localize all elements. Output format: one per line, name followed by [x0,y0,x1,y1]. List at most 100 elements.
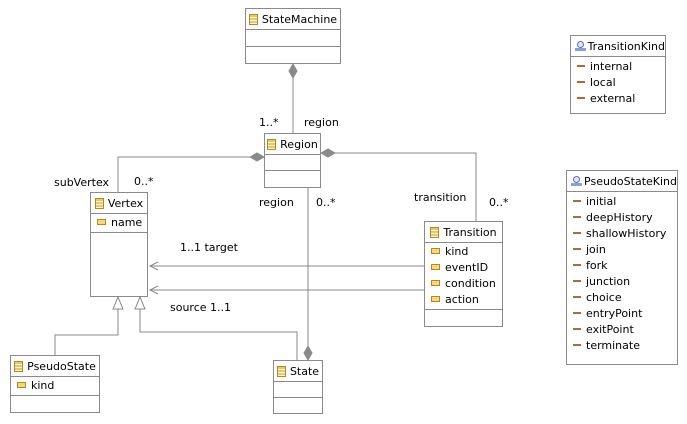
literal-name: fork [586,258,608,272]
target-label: 1..1 target [180,241,238,254]
enum-literal[interactable]: join [567,241,677,257]
vertex-class[interactable]: Vertex name [90,192,148,297]
class-header: StateMachine [246,9,340,30]
attributes-compartment [265,155,320,171]
pseudostatekind-enum[interactable]: PseudoStateKind initial deepHistory shal… [566,170,678,365]
enum-literal[interactable]: internal [571,58,665,74]
state-generalization [139,309,298,360]
literal-icon [573,232,581,234]
operations-compartment [246,47,340,64]
operations-compartment [91,233,147,297]
transition-role: transition [414,191,467,204]
literal-icon [573,264,581,266]
literals-compartment: internal local external [571,57,665,112]
enum-literal[interactable]: junction [567,273,677,289]
class-icon [276,365,286,377]
literal-name: deepHistory [586,210,653,224]
class-name: StateMachine [261,12,338,26]
enum-literal[interactable]: choice [567,289,677,305]
attribute-item[interactable]: name [91,214,147,230]
literal-name: entryPoint [586,306,643,320]
literal-icon [573,216,581,218]
attribute-name: action [445,292,479,306]
attribute-icon [97,219,106,225]
operations-compartment [274,398,322,414]
transitionkind-enum[interactable]: TransitionKind internal local external [570,35,666,114]
subvertex-multiplicity: 0..* [134,175,154,188]
pseudostate-class[interactable]: PseudoState kind [10,355,100,413]
pseudostate-generalization [54,309,119,355]
state-region-multiplicity: 0..* [316,196,336,209]
state-class[interactable]: State [273,360,323,414]
region-class[interactable]: Region [264,133,321,188]
navigation-arrow [148,285,159,295]
enum-literal[interactable]: terminate [567,337,677,353]
statemachine-class[interactable]: StateMachine [245,8,341,64]
class-icon [267,138,277,150]
attributes-compartment: kind [11,377,99,396]
source-label: source 1..1 [170,301,232,314]
transition-multiplicity: 0..* [489,196,509,209]
literal-icon [573,248,581,250]
class-icon [430,226,440,238]
enum-literal[interactable]: fork [567,257,677,273]
enum-name: TransitionKind [587,39,665,53]
attribute-item[interactable]: kind [425,243,502,259]
literal-icon [573,344,581,346]
enum-literal[interactable]: external [571,90,665,106]
sm-region-multiplicity: 1..* [259,116,279,129]
class-header: Transition [425,222,502,243]
literal-name: local [590,75,616,89]
class-name: Transition [443,225,497,239]
class-name: Vertex [107,196,144,210]
composition-diamond [288,62,298,80]
literal-icon [573,296,581,298]
literal-name: choice [586,290,622,304]
class-icon [248,13,258,25]
transition-class[interactable]: Transition kind eventID condition action [424,221,503,327]
attribute-icon [431,296,440,302]
subvertex-role: subVertex [54,176,110,189]
enum-literal[interactable]: exitPoint [567,321,677,337]
literal-name: external [590,91,636,105]
enum-header: TransitionKind [571,36,665,57]
attributes-compartment [274,382,322,398]
literal-name: exitPoint [586,322,634,336]
attributes-compartment [246,30,340,47]
class-icon [94,197,104,209]
enum-literal[interactable]: entryPoint [567,305,677,321]
literal-name: terminate [586,338,640,352]
enumeration-icon [571,176,583,186]
composition-diamond [319,148,337,158]
attribute-icon [431,264,440,270]
attribute-item[interactable]: condition [425,275,502,291]
literal-name: shallowHistory [586,226,667,240]
literal-icon [577,65,585,67]
attribute-item[interactable]: eventID [425,259,502,275]
literal-icon [573,200,581,202]
navigation-arrow [148,261,159,271]
attribute-name: name [111,215,143,229]
class-header: State [274,361,322,382]
attribute-icon [431,248,440,254]
enum-literal[interactable]: deepHistory [567,209,677,225]
region-transition-association [321,152,477,221]
enum-literal[interactable]: initial [567,193,677,209]
operations-compartment [265,171,320,187]
class-header: PseudoState [11,356,99,377]
enum-literal[interactable]: local [571,74,665,90]
attribute-icon [17,382,26,388]
class-name: Region [280,137,318,151]
enum-literal[interactable]: shallowHistory [567,225,677,241]
enum-name: PseudoStateKind [584,174,677,188]
class-icon [14,360,24,372]
class-name: PseudoState [27,359,96,373]
attribute-item[interactable]: kind [11,377,99,393]
literal-icon [573,312,581,314]
composition-diamond [303,344,313,362]
operations-compartment [11,396,99,413]
generalization-triangle [112,295,124,310]
literal-icon [577,81,585,83]
attribute-item[interactable]: action [425,291,502,307]
